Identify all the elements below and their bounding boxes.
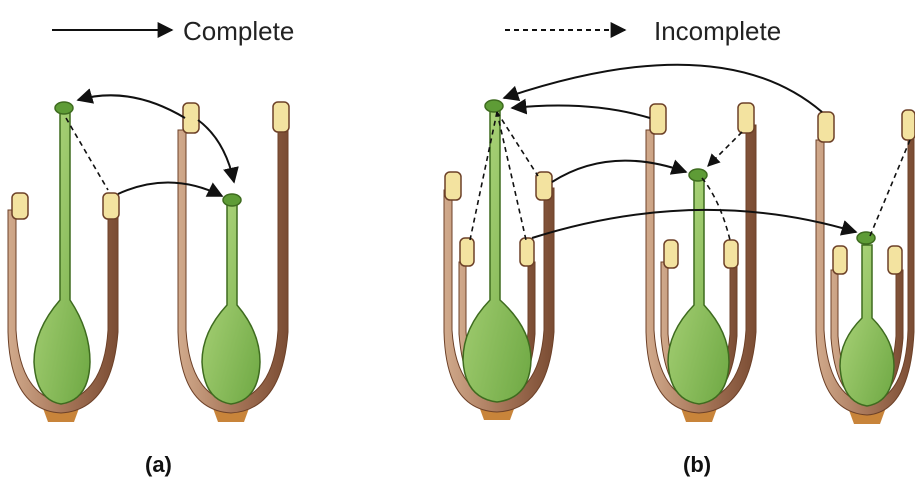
flower-a1-pistil xyxy=(34,110,90,404)
flower-b1-stigma xyxy=(485,100,503,112)
flower-b1 xyxy=(444,100,554,420)
flower-a1-anther-left xyxy=(12,193,28,219)
flower-b2-anther-inner-left xyxy=(664,240,678,268)
flower-a2-pistil xyxy=(202,205,260,404)
legend-complete: Complete xyxy=(52,16,294,46)
flower-b2-anther-outer-right xyxy=(738,103,754,133)
flower-a2-stigma xyxy=(223,194,241,206)
flower-a2 xyxy=(178,102,289,422)
flower-a2-anther-right xyxy=(273,102,289,132)
flower-a2-anther-left xyxy=(183,103,199,133)
flower-a1-anther-right xyxy=(103,193,119,219)
flower-b3-pistil xyxy=(840,245,894,406)
panel-a-arrows xyxy=(66,95,234,196)
panel-b-arrows xyxy=(470,65,910,240)
flower-b1-anther-inner-left xyxy=(460,238,474,266)
flower-b2-anther-inner-right xyxy=(724,240,738,268)
flower-b2-stigma xyxy=(689,169,707,181)
flower-b2-anther-outer-left xyxy=(650,104,666,134)
flower-b3 xyxy=(816,110,915,424)
flower-b3-anther-inner-left xyxy=(833,246,847,274)
flower-b2-pistil xyxy=(668,180,729,404)
flower-b1-anther-outer-right xyxy=(536,172,552,200)
flower-b3-anther-outer-left xyxy=(818,112,834,142)
flower-b3-anther-outer-right xyxy=(902,110,915,140)
flower-b1-anther-inner-right xyxy=(520,238,534,266)
flower-a1 xyxy=(8,102,119,422)
flower-a1-stigma xyxy=(55,102,73,114)
legend-complete-label: Complete xyxy=(183,16,294,46)
panel-b-label: (b) xyxy=(683,452,711,477)
flower-b1-anther-outer-left xyxy=(445,172,461,200)
legend-incomplete-label: Incomplete xyxy=(654,16,781,46)
flower-b3-anther-inner-right xyxy=(888,246,902,274)
flower-b2 xyxy=(646,103,756,422)
panel-a-label: (a) xyxy=(145,452,172,477)
legend-incomplete: Incomplete xyxy=(505,16,781,46)
flower-b3-stigma xyxy=(857,232,875,244)
